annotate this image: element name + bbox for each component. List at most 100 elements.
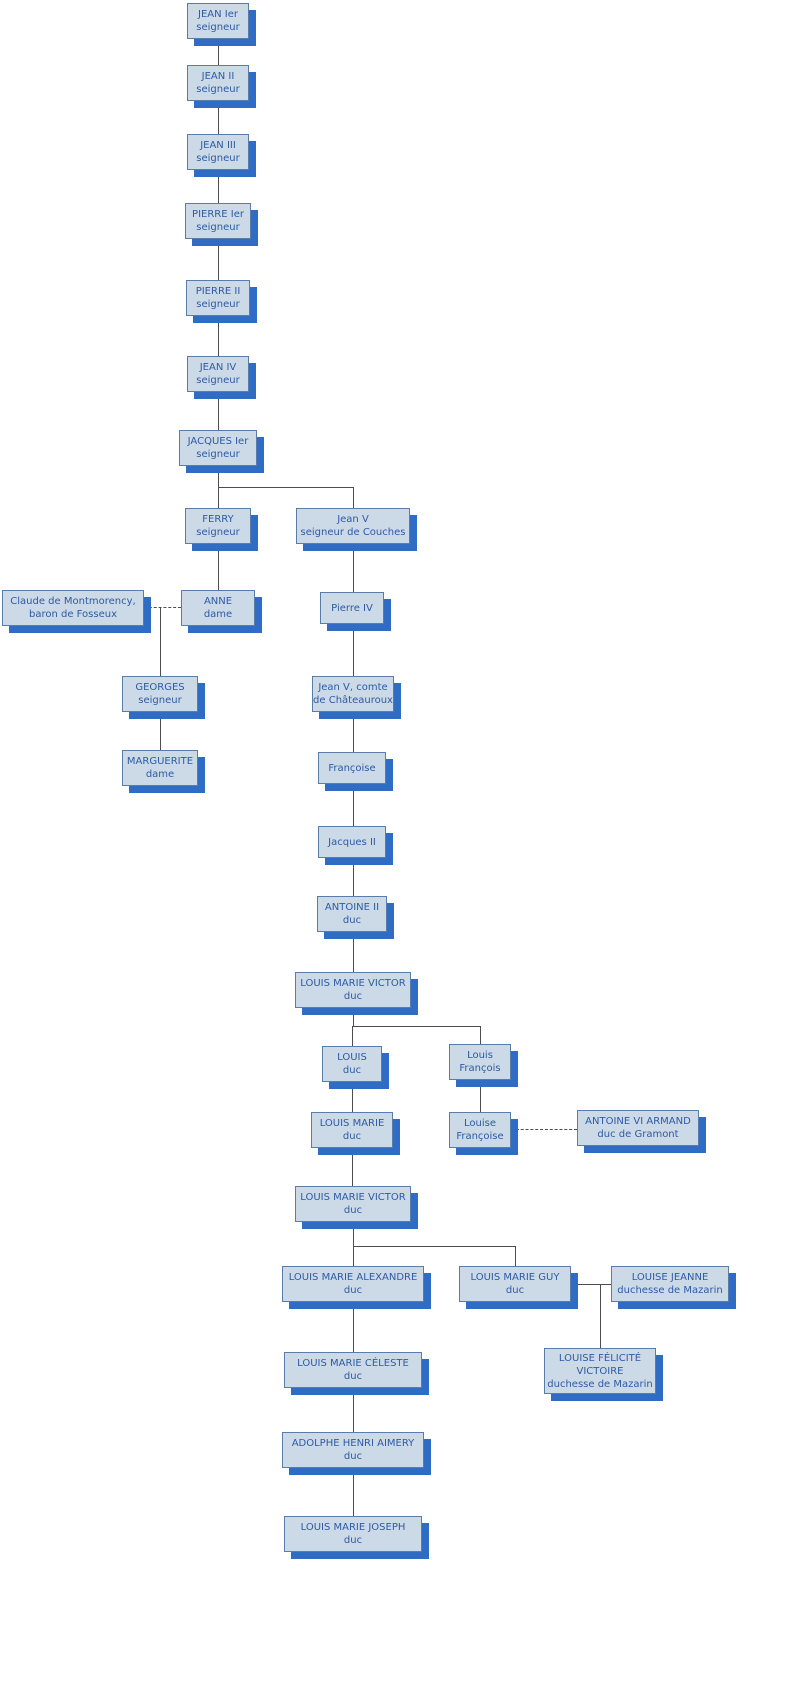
node-label-line: dame [203, 609, 233, 620]
connector-line [218, 316, 219, 356]
node-label-line: duc de Gramont [597, 1129, 679, 1140]
node-label-line: duc [342, 1131, 362, 1142]
node-label-line: ANNE [203, 596, 233, 607]
connector-line [480, 1080, 481, 1112]
tree-node-jacques-2: Jacques II [318, 826, 386, 858]
node-label-line: FERRY [202, 514, 234, 525]
node-label-line: duchesse de Mazarin [547, 1378, 653, 1390]
tree-node-louis-marie-joseph: LOUIS MARIE JOSEPH duc [284, 1516, 422, 1552]
node-label-line: JEAN II [201, 71, 235, 82]
connector-line [480, 1026, 481, 1044]
connector-line [352, 1026, 481, 1027]
node-label-line: PIERRE Ier [192, 209, 244, 220]
node-label-line: duc [505, 1285, 525, 1296]
tree-node-louis-marie: LOUIS MARIE duc [311, 1112, 393, 1148]
node-label-line: François [459, 1063, 501, 1074]
node-label-line: Jean V, comte [318, 682, 388, 693]
node-label-line: ANTOINE II [324, 902, 380, 913]
node-label-line: Claude de Montmorency, [10, 596, 136, 607]
tree-node-louis-marie-victor-1: LOUIS MARIE VICTOR duc [295, 972, 411, 1008]
tree-node-anne: ANNE dame [181, 590, 255, 626]
tree-node-adolphe-henri-aimery: ADOLPHE HENRI AIMERY duc [282, 1432, 424, 1468]
node-label-line: JEAN IV [199, 362, 237, 373]
node-label-line: LOUIS MARIE [319, 1118, 385, 1129]
tree-node-jean-5-couches: Jean V seigneur de Couches [296, 508, 410, 544]
node-label-line: seigneur [138, 695, 182, 706]
connector-line [353, 487, 354, 508]
tree-node-claude-montmorency: Claude de Montmorency, baron de Fosseux [2, 590, 144, 626]
node-label-line: baron de Fosseux [28, 609, 118, 620]
connector-line [353, 624, 354, 676]
connector-line [218, 487, 219, 508]
connector-line [353, 1008, 354, 1026]
connector-line [353, 1246, 516, 1247]
node-label-line: de Châteauroux [313, 695, 393, 706]
connector-line [353, 544, 354, 592]
connector-line [218, 544, 219, 590]
node-label-line: dame [145, 769, 175, 780]
node-label-line: Pierre IV [331, 602, 373, 614]
connector-line [353, 932, 354, 972]
node-label-line: LOUIS MARIE JOSEPH [300, 1522, 406, 1533]
connector-line [160, 712, 161, 750]
node-label-line: MARGUERITE [126, 756, 194, 767]
node-label-line: LOUIS MARIE CÉLESTE [297, 1358, 409, 1369]
connector-line [160, 607, 161, 676]
node-label-line: ANTOINE VI ARMAND [585, 1116, 691, 1127]
node-label-line: duc [343, 1451, 363, 1462]
connector-line [571, 1284, 611, 1285]
node-label-line: duc [343, 1285, 363, 1296]
node-label-line: GEORGES [135, 682, 185, 693]
node-label-line: LOUISE FÉLICITÉ [558, 1352, 642, 1364]
tree-node-francoise: Françoise [318, 752, 386, 784]
node-label-line: Jean V [337, 514, 369, 525]
connector-line [218, 170, 219, 203]
connector-line [218, 239, 219, 280]
node-label-line: duc [343, 1535, 363, 1546]
tree-node-antoine-2: ANTOINE II duc [317, 896, 387, 932]
node-label-line: Louise [464, 1118, 496, 1129]
connector-line [218, 101, 219, 134]
node-label-line: JEAN III [200, 140, 236, 151]
tree-node-antoine-6-armand: ANTOINE VI ARMAND duc de Gramont [577, 1110, 699, 1146]
node-label-line: seigneur [196, 299, 240, 310]
tree-node-jacques-1er: JACQUES Ier seigneur [179, 430, 257, 466]
node-label-line: seigneur [196, 222, 240, 233]
node-label-line: duc [343, 991, 363, 1002]
node-label-line: seigneur [196, 153, 240, 164]
tree-node-louise-jeanne: LOUISE JEANNE duchesse de Mazarin [611, 1266, 729, 1302]
connector-line [353, 1302, 354, 1352]
tree-node-jean-1er: JEAN Ier seigneur [187, 3, 249, 39]
connector-line [353, 1388, 354, 1432]
node-label-line: Louis [467, 1050, 493, 1061]
node-label-line: duc [342, 915, 362, 926]
tree-node-jean-3: JEAN III seigneur [187, 134, 249, 170]
node-label-line: LOUISE JEANNE [631, 1272, 709, 1283]
node-label-line: duchesse de Mazarin [617, 1285, 723, 1296]
connector-line [218, 39, 219, 65]
node-label-line: seigneur [196, 449, 240, 460]
node-label-line: VICTOIRE [576, 1365, 624, 1377]
node-label-line: JEAN Ier [198, 9, 238, 20]
node-label-line: seigneur [196, 22, 240, 33]
connector-line [218, 466, 219, 487]
node-label-line: JACQUES Ier [187, 436, 249, 447]
connector-line [352, 1082, 353, 1112]
tree-node-jean-5-chateauroux: Jean V, comte de Châteauroux [312, 676, 394, 712]
node-label-line: seigneur de Couches [300, 527, 406, 538]
node-label-line: Jacques II [328, 836, 376, 848]
node-label-line: Françoise [456, 1131, 504, 1142]
node-label-line: LOUIS MARIE VICTOR [300, 978, 406, 989]
node-label-line: ADOLPHE HENRI AIMERY [291, 1438, 415, 1449]
connector-line [353, 858, 354, 896]
